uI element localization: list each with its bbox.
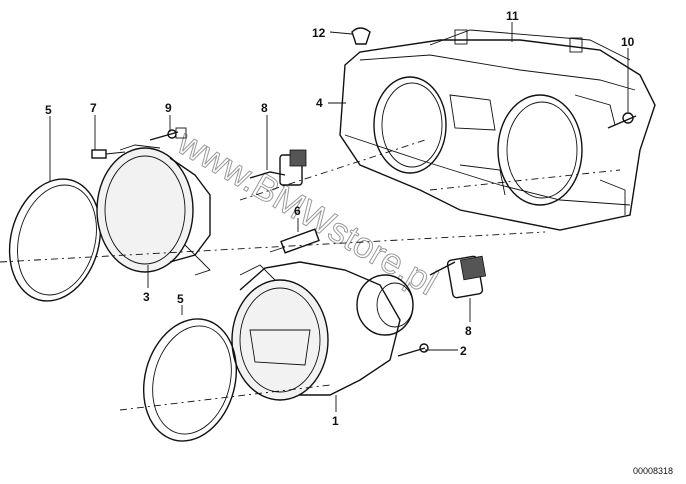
headlight-lower [231, 261, 414, 401]
adjuster-screw-part-9 [149, 127, 187, 141]
clip-part-12 [351, 27, 371, 45]
callouts: 12 11 10 4 5 7 9 8 1 6 3 5 8 2 [45, 9, 635, 428]
bulb-part-8-lower [429, 255, 487, 299]
callout-6: 6 [294, 204, 301, 218]
headlight-carrier-frame [339, 29, 656, 231]
center-lines [0, 139, 621, 411]
trim-ring-upper [8, 178, 102, 302]
bulb-part-7 [91, 149, 126, 159]
callout-7: 7 [90, 101, 97, 115]
headlight-upper [96, 144, 211, 276]
screw-part-2 [397, 343, 429, 357]
connector-part-6 [269, 228, 320, 254]
callout-5-lower: 5 [177, 292, 184, 306]
callout-10: 10 [621, 35, 635, 49]
trim-ring-lower [142, 318, 238, 442]
watermark: www.BMWstore.pl [170, 121, 444, 303]
callout-3: 3 [143, 290, 150, 304]
callout-8-upper: 8 [261, 101, 268, 115]
diagram-number: 00008318 [633, 466, 673, 476]
callout-2: 2 [460, 344, 467, 358]
callout-4: 4 [316, 96, 323, 110]
callout-12: 12 [312, 26, 326, 40]
callout-11: 11 [506, 9, 519, 23]
leader-lines [49, 22, 629, 412]
screw-part-10 [607, 112, 637, 129]
callout-9: 9 [165, 101, 172, 115]
callout-5-upper: 5 [45, 103, 52, 117]
callout-8-lower: 8 [465, 324, 472, 338]
callout-1: 1 [332, 414, 339, 428]
bulb-part-8-upper [249, 149, 307, 186]
